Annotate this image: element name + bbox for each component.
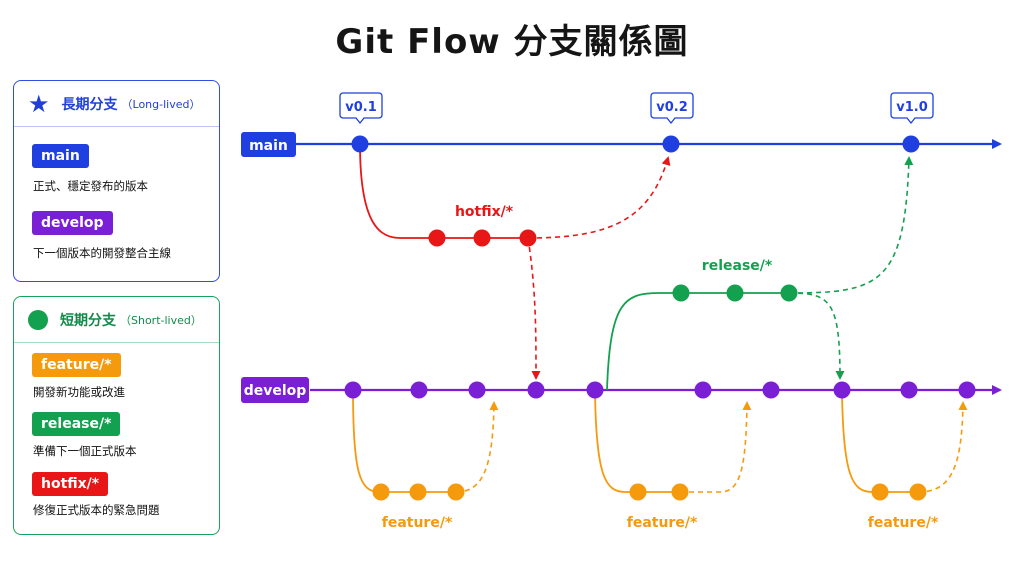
tag-label: v0.1 (345, 100, 377, 115)
develop-commit (762, 381, 780, 399)
hotfix-chip: hotfix/* (32, 472, 109, 496)
feature-merge-arrow (455, 401, 499, 493)
feature-commit (629, 483, 647, 501)
feature-branch-label: feature/* (868, 515, 939, 531)
main-branch-label: main (249, 138, 288, 154)
develop-commit (410, 381, 428, 399)
feature-commit (671, 483, 689, 501)
release-desc: 準備下一個正式版本 (33, 444, 137, 458)
feature-commit (871, 483, 889, 501)
legend-short-heading: 短期分支 (60, 312, 116, 329)
release-chip: release/* (32, 412, 121, 436)
develop-branch-label-bg (241, 377, 309, 403)
develop-branch-label: develop (244, 383, 307, 399)
hotfix-commit (473, 229, 491, 247)
hotfix-merge-develop-arrow (527, 237, 541, 380)
feature-branch-line (841, 389, 918, 493)
legend-long-heading: 長期分支 (61, 96, 118, 113)
legend-long-sub: （Long-lived） (121, 97, 201, 111)
release-branch-label: release/* (702, 258, 773, 274)
tag-v1-0: v1.0 (890, 92, 934, 125)
main-commit (662, 135, 680, 153)
tag-label: v0.2 (656, 100, 688, 115)
main-branch-label-bg (241, 132, 296, 157)
develop-commit (527, 381, 545, 399)
tag-v0-2: v0.2 (650, 92, 694, 125)
main-commit (902, 135, 920, 153)
release-commit (672, 284, 690, 302)
main-commit (351, 135, 369, 153)
legend-short-lived: 短期分支 （Short-lived） feature/* 開發新功能或改進 re… (13, 296, 220, 535)
feature-commit (909, 483, 927, 501)
release-merge-main-arrow (788, 156, 914, 294)
tag-label: v1.0 (896, 100, 928, 115)
legend-long-header: ★ 長期分支 （Long-lived） (14, 81, 219, 127)
feature-desc: 開發新功能或改進 (33, 385, 125, 399)
develop-commit (694, 381, 712, 399)
feature-chip: feature/* (32, 353, 121, 377)
develop-desc: 下一個版本的開發整合主線 (33, 246, 171, 260)
release-commit (780, 284, 798, 302)
legend-short-sub: （Short-lived） (120, 313, 202, 327)
diagram-title: Git Flow 分支關係圖 (335, 22, 689, 62)
hotfix-branch-line (359, 143, 528, 239)
release-merge-develop-arrow (788, 292, 845, 380)
feature-branch-label: feature/* (627, 515, 698, 531)
hotfix-commit (428, 229, 446, 247)
circle-icon (28, 309, 48, 330)
develop-chip: develop (32, 211, 113, 235)
feature-branch-label: feature/* (382, 515, 453, 531)
develop-commit (344, 381, 362, 399)
hotfix-branch-label: hotfix/* (455, 204, 514, 220)
develop-commit (900, 381, 918, 399)
star-icon: ★ (28, 89, 50, 118)
develop-commit (833, 381, 851, 399)
hotfix-commit (519, 229, 537, 247)
feature-merge-arrow (917, 401, 968, 493)
release-commit (726, 284, 744, 302)
legend-short-header: 短期分支 （Short-lived） (14, 297, 219, 343)
feature-branch-line (594, 389, 680, 493)
main-desc: 正式、穩定發布的版本 (33, 179, 148, 193)
develop-commit (468, 381, 486, 399)
feature-commit (372, 483, 390, 501)
tag-v0-1: v0.1 (339, 92, 383, 125)
legend-long-lived: ★ 長期分支 （Long-lived） main 正式、穩定發布的版本 deve… (13, 80, 220, 282)
hotfix-desc: 修復正式版本的緊急問題 (33, 503, 160, 517)
feature-commit (409, 483, 427, 501)
hotfix-merge-main-arrow (527, 156, 671, 239)
feature-merge-arrow (680, 401, 752, 493)
feature-commit (447, 483, 465, 501)
release-branch-line (606, 292, 789, 391)
develop-commit (586, 381, 604, 399)
feature-branch-line (352, 389, 456, 493)
develop-commit (958, 381, 976, 399)
main-chip: main (32, 144, 89, 168)
